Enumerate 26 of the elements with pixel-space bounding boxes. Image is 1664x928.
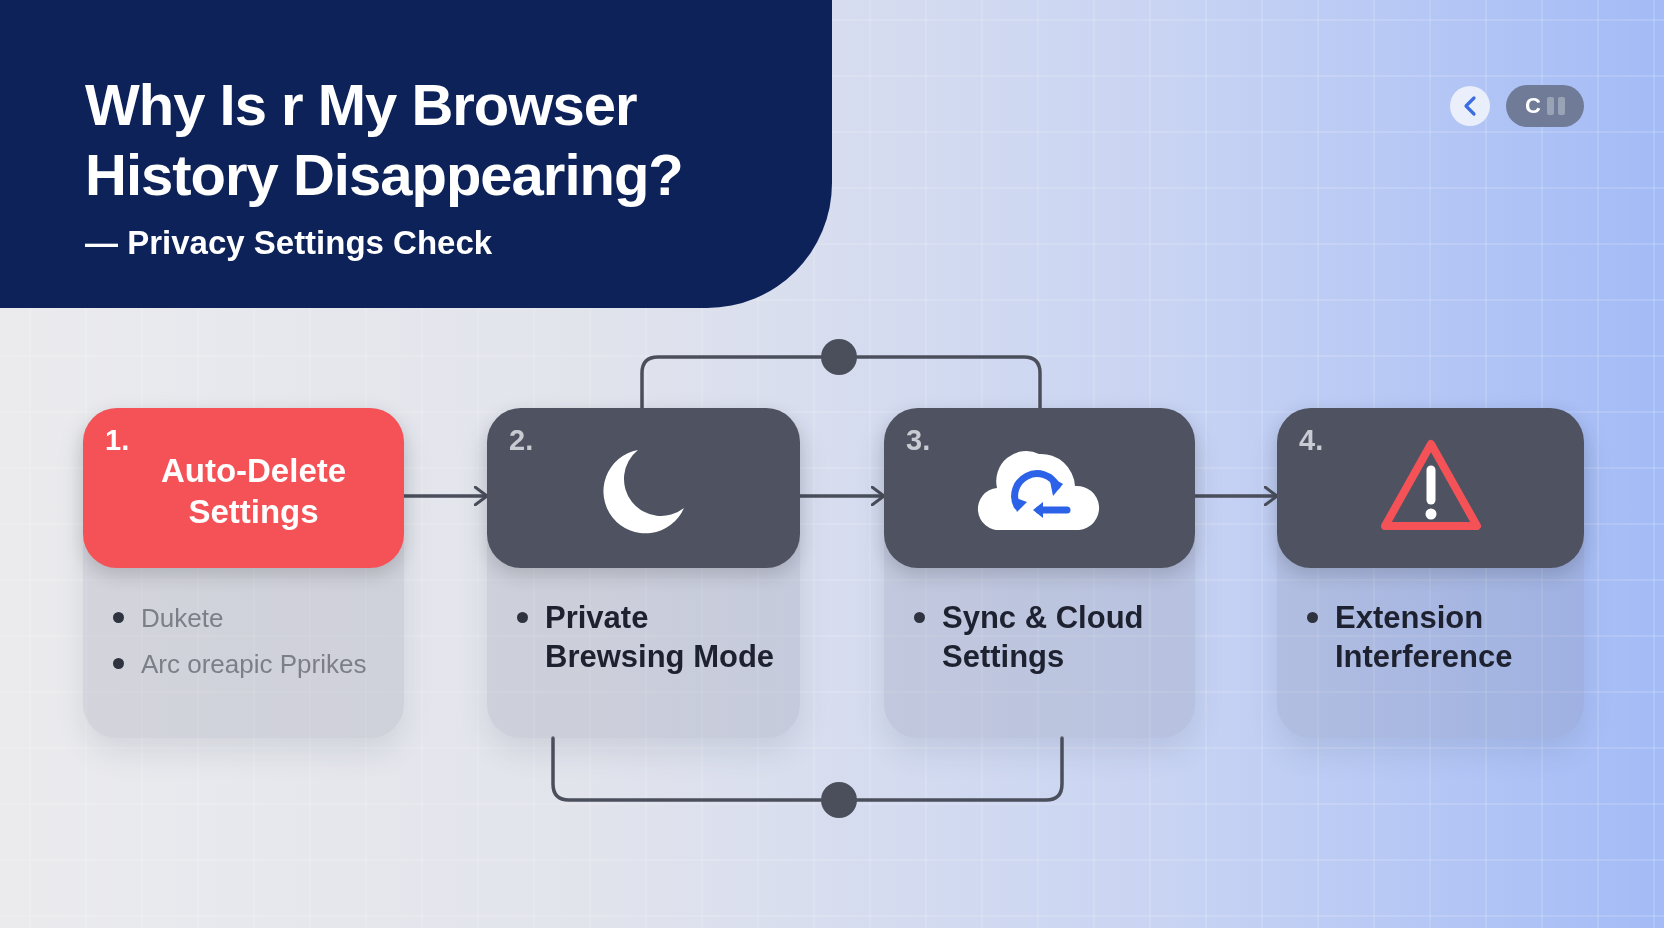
step-number: 1.: [105, 424, 130, 457]
bracket-connector: [855, 355, 1042, 410]
connector-dot: [821, 339, 857, 375]
step-heading: Auto-Delete Settings: [159, 451, 348, 532]
step-number: 4.: [1299, 424, 1324, 457]
step-number: 3.: [906, 424, 931, 457]
step-card: [487, 408, 800, 738]
bracket-connector: [640, 355, 823, 410]
arrow: [1193, 485, 1279, 507]
bracket-connector: [855, 736, 1064, 802]
bullet-text: Dukete: [111, 598, 390, 638]
step-card: [1277, 408, 1584, 738]
title: Why Is r My Browser History Disappearing?: [85, 71, 684, 209]
bullet-text: Sync & Cloud Settings: [912, 598, 1181, 676]
arrow: [798, 485, 886, 507]
subtitle: — Privacy Settings Check: [85, 224, 493, 262]
step-number: 2.: [509, 424, 534, 457]
connector-dot: [821, 782, 857, 818]
bullet-text: Private Brewsing Mode: [515, 598, 786, 676]
step-card: [83, 408, 404, 738]
bullet-text: Extension Interference: [1305, 598, 1570, 676]
step-card: [884, 408, 1195, 738]
bullet-text: Arc oreapic Pprikes: [111, 644, 390, 684]
bracket-connector: [551, 736, 823, 802]
pill-button: C: [1506, 85, 1584, 127]
arrow: [402, 485, 489, 507]
